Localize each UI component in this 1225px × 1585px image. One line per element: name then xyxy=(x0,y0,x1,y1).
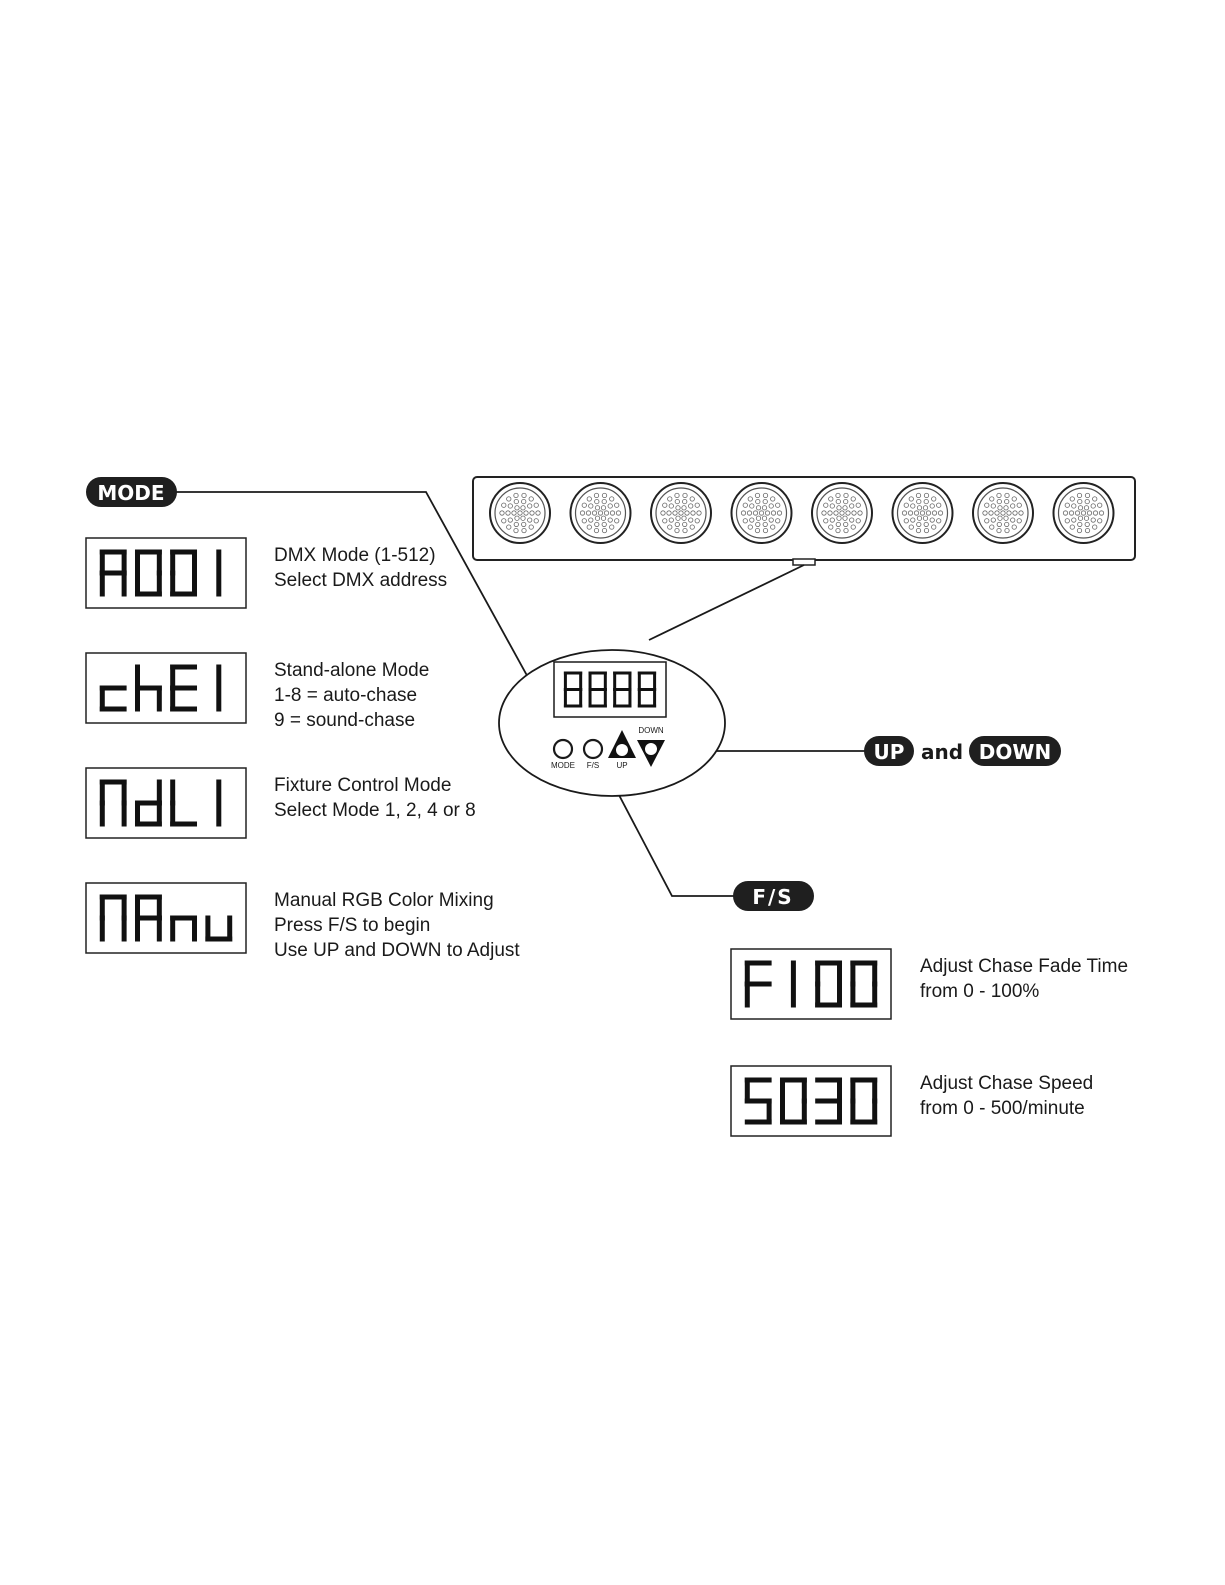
display-caption-line: Adjust Chase Fade Time xyxy=(920,956,1128,977)
led-lens xyxy=(730,482,793,544)
and-label: and xyxy=(921,740,963,764)
updown-pill-group: UP and DOWN xyxy=(864,736,1061,766)
lcd-glyph xyxy=(563,671,583,708)
display-row: DMX Mode (1-512) Select DMX address xyxy=(85,537,447,609)
lcd-glyph xyxy=(815,1077,843,1125)
display-row: Stand-alone Mode 1-8 = auto-chase 9 = soun… xyxy=(85,652,429,731)
led-lens xyxy=(569,482,632,544)
panel-leader-line xyxy=(648,564,805,641)
lcd-glyph xyxy=(134,664,162,712)
fs-leader-line xyxy=(597,754,735,897)
lcd-glyph xyxy=(779,1077,807,1125)
lcd-code xyxy=(99,549,222,597)
display-caption-line: from 0 - 100% xyxy=(920,981,1039,1002)
lcd-code xyxy=(99,664,222,712)
display-caption-line: Manual RGB Color Mixing xyxy=(274,890,494,911)
fs-button-label: F/S xyxy=(587,761,599,770)
display-caption-line: from 0 - 500/minute xyxy=(920,1098,1085,1119)
left-display-list: DMX Mode (1-512) Select DMX addressStand-… xyxy=(85,537,520,961)
lcd-glyph xyxy=(170,779,198,827)
down-button-label: DOWN xyxy=(638,726,664,735)
mode-pill-label: MODE xyxy=(97,481,164,505)
display-caption-line: Select DMX address xyxy=(274,570,447,591)
control-panel: MODE F/S UP DOWN xyxy=(498,649,726,797)
down-button-center xyxy=(645,743,657,755)
mode-leader-line xyxy=(175,491,564,742)
lcd-code xyxy=(744,960,878,1008)
led-lens xyxy=(811,482,873,544)
led-lens xyxy=(891,482,954,544)
up-button-label: UP xyxy=(616,761,627,770)
lcd-glyph xyxy=(637,671,657,708)
fixture-bar xyxy=(472,476,1136,566)
lcd-glyph xyxy=(99,894,127,942)
fixture-connector xyxy=(792,558,816,566)
led-lens xyxy=(1052,482,1115,544)
led-lens xyxy=(650,482,712,544)
display-row: Adjust Chase Speed from 0 - 500/minute xyxy=(730,1065,1093,1137)
display-caption-line: Press F/S to begin xyxy=(274,915,430,936)
lcd-code xyxy=(99,894,233,942)
mode-pill: MODE xyxy=(86,477,177,507)
display-caption-line: Use UP and DOWN to Adjust xyxy=(274,940,520,961)
display-caption-line: Stand-alone Mode xyxy=(274,660,429,681)
led-array xyxy=(489,482,1115,544)
lcd-glyph xyxy=(99,779,127,827)
lcd-glyph xyxy=(613,671,632,708)
lcd-display-box xyxy=(85,767,247,839)
leader-lines xyxy=(175,491,866,897)
display-caption-line: Adjust Chase Speed xyxy=(920,1073,1093,1094)
lcd-glyph xyxy=(815,960,843,1008)
lcd-glyph xyxy=(850,1077,878,1125)
lcd-glyph xyxy=(134,549,162,597)
lcd-glyph xyxy=(205,915,233,942)
up-pill-label: UP xyxy=(874,740,905,764)
lcd-glyph xyxy=(170,915,198,942)
led-lens xyxy=(972,482,1034,544)
lcd-glyph xyxy=(170,664,198,712)
lcd-glyph xyxy=(744,960,772,1008)
lcd-glyph xyxy=(99,685,127,712)
lcd-glyph xyxy=(99,549,127,597)
mode-button-label: MODE xyxy=(551,761,575,770)
panel-display-digits xyxy=(563,671,657,708)
fs-button[interactable] xyxy=(582,738,604,760)
lcd-glyph xyxy=(744,1077,772,1125)
display-caption-line: DMX Mode (1-512) xyxy=(274,545,436,566)
display-caption-line: Select Mode 1, 2, 4 or 8 xyxy=(274,800,476,821)
lcd-display-box xyxy=(85,882,247,954)
lcd-code xyxy=(744,1077,878,1125)
lcd-glyph xyxy=(134,894,162,942)
lcd-code xyxy=(99,779,222,827)
display-row: Adjust Chase Fade Time from 0 - 100% xyxy=(730,948,1128,1020)
lcd-glyph xyxy=(170,549,198,597)
lcd-glyph xyxy=(850,960,878,1008)
down-pill-label: DOWN xyxy=(979,740,1051,764)
mode-button[interactable] xyxy=(552,738,574,760)
fs-pill-label: F/S xyxy=(752,885,793,909)
down-pill xyxy=(969,736,1061,766)
up-pill xyxy=(864,736,914,766)
up-button-center xyxy=(616,744,628,756)
display-caption-line: 1-8 = auto-chase xyxy=(274,685,417,706)
display-caption-line: 9 = sound-chase xyxy=(274,710,415,731)
led-lens xyxy=(489,482,551,544)
lcd-glyph xyxy=(134,779,162,827)
display-caption-line: Fixture Control Mode xyxy=(274,775,451,796)
fs-pill: F/S xyxy=(733,881,814,911)
lcd-glyph xyxy=(588,671,607,708)
